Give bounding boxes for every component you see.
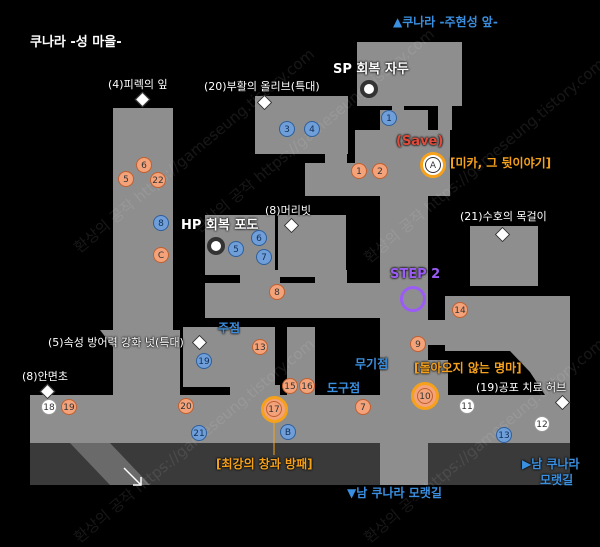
marker-19b[interactable]: 19 — [61, 399, 77, 415]
marker-11[interactable]: 11 — [459, 398, 475, 414]
sp-recovery-label: SP 회복 자두 — [333, 62, 409, 77]
marker-19[interactable]: 19 — [196, 353, 212, 369]
marker-14[interactable]: 14 — [452, 302, 468, 318]
sp-recovery-point[interactable] — [360, 80, 378, 98]
marker-8b[interactable]: 8 — [269, 284, 285, 300]
marker-22[interactable]: 22 — [150, 172, 166, 188]
walkable-area — [30, 42, 570, 485]
hp-recovery-label: HP 회복 포도 — [181, 218, 259, 233]
marker-8[interactable]: 8 — [153, 215, 169, 231]
marker-7b[interactable]: 7 — [355, 399, 371, 415]
marker-a: A — [425, 157, 441, 173]
marker-12[interactable]: 12 — [534, 416, 550, 432]
marker-18[interactable]: 18 — [41, 399, 57, 415]
marker-13[interactable]: 13 — [252, 339, 268, 355]
marker-5b[interactable]: 5 — [228, 241, 244, 257]
item-label-20: (20)부활의 올리브(특대) — [204, 80, 320, 93]
item-label-5: (5)속성 방어력 강화 넛(특대) — [48, 336, 184, 349]
step2-label: STEP 2 — [390, 267, 441, 282]
exit-east-line1[interactable]: ▶남 쿠나라 — [522, 457, 580, 471]
shop-inn-label[interactable]: 주점 — [218, 321, 241, 335]
event-c-label: [최강의 창과 방패] — [216, 457, 313, 471]
marker-b[interactable]: B — [280, 424, 296, 440]
marker-1b[interactable]: 1 — [351, 163, 367, 179]
event-b-label: [돌아오지 않는 명마] — [414, 361, 522, 375]
shop-weapon-label[interactable]: 무기점 — [355, 357, 389, 371]
marker-9[interactable]: 9 — [410, 336, 426, 352]
item-label-4: (4)피렉의 잎 — [108, 78, 168, 91]
marker-6[interactable]: 6 — [136, 157, 152, 173]
marker-6b[interactable]: 6 — [251, 230, 267, 246]
item-label-19: (19)공포 치료 허브 — [476, 381, 567, 394]
marker-1[interactable]: 1 — [381, 110, 397, 126]
exit-north[interactable]: ▲쿠나라 -주현성 앞- — [393, 15, 498, 29]
marker-4[interactable]: 4 — [304, 121, 320, 137]
marker-15[interactable]: 15 — [282, 378, 298, 394]
marker-5[interactable]: 5 — [118, 171, 134, 187]
path-arrow-icon — [123, 467, 142, 486]
marker-17: 17 — [266, 401, 282, 417]
marker-21[interactable]: 21 — [191, 425, 207, 441]
save-label: (Save) — [396, 134, 444, 149]
item-label-8: (8)머리빗 — [265, 204, 311, 217]
step2-point[interactable] — [400, 286, 426, 312]
marker-10: 10 — [417, 388, 433, 404]
marker-7[interactable]: 7 — [256, 249, 272, 265]
marker-20[interactable]: 20 — [178, 398, 194, 414]
exit-south[interactable]: ▼남 쿠나라 모랫길 — [347, 486, 442, 500]
exit-east-line2[interactable]: 모랫길 — [540, 473, 574, 487]
item-label-21: (21)수호의 목걸이 — [460, 210, 547, 223]
marker-16[interactable]: 16 — [299, 378, 315, 394]
shop-tool-label[interactable]: 도구점 — [327, 381, 361, 395]
marker-c[interactable]: C — [153, 247, 169, 263]
event-a-label: [미카, 그 뒷이야기] — [450, 156, 552, 170]
marker-2[interactable]: 2 — [372, 163, 388, 179]
town-map — [30, 42, 570, 486]
hp-recovery-point[interactable] — [207, 237, 225, 255]
marker-3[interactable]: 3 — [279, 121, 295, 137]
marker-13b[interactable]: 13 — [496, 427, 512, 443]
item-label-8b: (8)안면초 — [22, 370, 68, 383]
map-title: 쿠나라 -성 마을- — [30, 35, 122, 50]
